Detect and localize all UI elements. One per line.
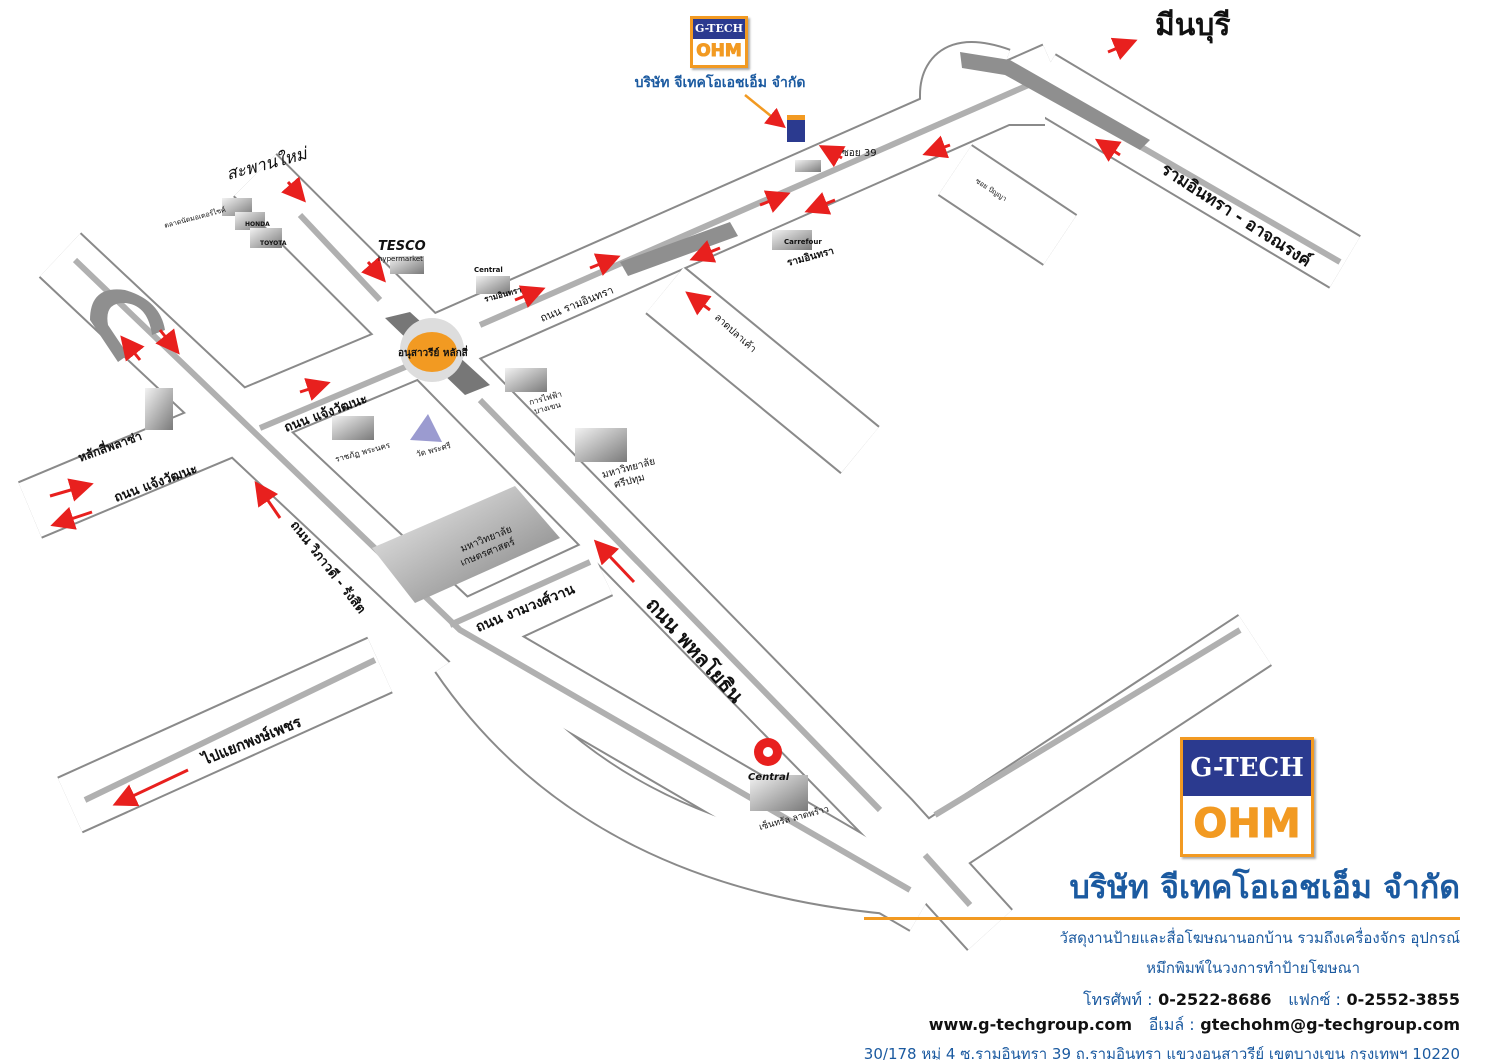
label-wat: วัด พระศรี: [415, 441, 452, 459]
tagline-2: หมึกพิมพ์ในวงการทำป้ายโฆษณา: [1146, 959, 1360, 977]
building-central-ladprao: [750, 775, 808, 811]
traffic-arrows: [49, 37, 1138, 807]
building-tesco: [390, 256, 424, 274]
building-laksi-plaza: [145, 388, 173, 430]
label-minburi: มีนบุรี: [1155, 8, 1230, 44]
contact-logo-top: G-TECH: [1183, 740, 1311, 796]
logo-top-text: G-TECH: [693, 19, 745, 39]
tagline-1: วัสดุงานป้ายและสื่อโฆษณานอกบ้าน รวมถึงเค…: [1059, 929, 1460, 947]
label-honda: HONDA: [245, 221, 270, 228]
office-tower-icon: [787, 115, 805, 142]
top-company-name: บริษัท จีเทคโอเอชเอ็ม จำกัด: [634, 75, 806, 91]
pointer-arrow: [744, 94, 786, 129]
building-spu: [575, 428, 627, 462]
label-hypermarket: hypermarket: [378, 255, 423, 263]
email-label: อีเมล์ :: [1148, 1015, 1195, 1034]
building-honda: [235, 212, 265, 230]
label-soi39: ซอย 39: [842, 148, 877, 159]
phone-number: 0-2522-8686: [1158, 990, 1272, 1009]
web-line: www.g-techgroup.com อีเมล์ : gtechohm@g-…: [864, 1013, 1460, 1038]
building-soi39: [795, 160, 821, 172]
wat-icon: [410, 414, 442, 442]
contact-logo-bottom: OHM: [1193, 801, 1301, 848]
building-central-ramintra: [476, 276, 510, 294]
central-logo-icon: [754, 738, 782, 766]
email-link[interactable]: gtechohm@g-techgroup.com: [1200, 1015, 1460, 1034]
building-toyota: [250, 228, 282, 248]
fax-number: 0-2552-3855: [1346, 990, 1460, 1009]
buildings: [145, 160, 821, 811]
label-carrefour: Carrefour: [784, 238, 822, 246]
building-ku: [372, 486, 560, 603]
building-motor-market: [222, 198, 252, 216]
fax-label: แฟกซ์ :: [1288, 990, 1341, 1009]
company-name: บริษัท จีเทคโอเอชเอ็ม จำกัด: [863, 862, 1460, 920]
building-carrefour: [772, 230, 812, 250]
label-motor-market: ตลาดนัดมอเตอร์ไซค์: [163, 205, 227, 230]
label-rajabhat: ราชภัฏ พระนคร: [334, 440, 391, 463]
label-monument: อนุสาวรีย์ หลักสี่: [398, 345, 469, 359]
building-egat: [505, 368, 547, 392]
label-central-small: Central: [474, 266, 503, 274]
website-link[interactable]: www.g-techgroup.com: [928, 1015, 1133, 1034]
top-company-logo: G-TECH OHM: [690, 16, 748, 68]
address: 30/178 หมู่ 4 ซ.รามอินทรา 39 ถ.รามอินทรา…: [863, 1045, 1460, 1060]
label-central-big: Central: [748, 772, 790, 783]
contact-company-logo: G-TECH OHM: [1180, 737, 1314, 857]
label-toyota: TOYOTA: [260, 240, 287, 247]
label-tesco: TESCO: [378, 239, 426, 254]
phone-label: โทรศัพท์ :: [1083, 990, 1153, 1009]
phone-line: โทรศัพท์ : 0-2522-8686 แฟกซ์ : 0-2552-38…: [864, 988, 1460, 1013]
roads: [18, 41, 1361, 951]
contact-block: บริษัท จีเทคโอเอชเอ็ม จำกัด วัสดุงานป้าย…: [863, 862, 1460, 1060]
logo-bottom-text: OHM: [696, 41, 743, 62]
building-rajabhat: [332, 416, 374, 440]
monument-marker: [407, 332, 457, 372]
